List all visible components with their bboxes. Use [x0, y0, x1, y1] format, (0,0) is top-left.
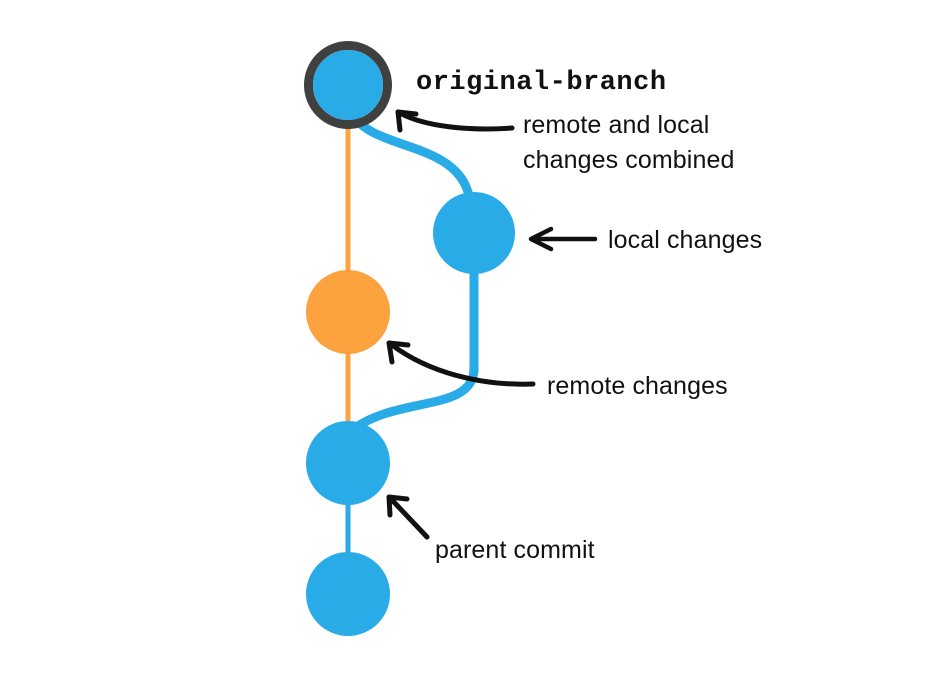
local-commit-annotation-arrow — [528, 226, 598, 252]
local-commit-annotation-label: local changes — [608, 226, 762, 254]
merge-commit-annotation-line1: remote and local — [523, 111, 709, 139]
local-branch-upper-curve — [347, 107, 473, 197]
parent-commit-node — [306, 421, 390, 505]
merge-commit-node-ring — [304, 41, 392, 129]
merge-commit-annotation-line2: changes combined — [523, 146, 734, 174]
parent-commit-annotation-label: parent commit — [435, 536, 595, 564]
remote-commit-node — [306, 270, 390, 354]
branch-name-label: original-branch — [416, 68, 667, 98]
merge-commit-node — [313, 50, 383, 120]
local-commit-node — [433, 192, 515, 274]
remote-commit-annotation-arrow — [386, 340, 536, 387]
merge-commit-annotation-arrow — [395, 109, 515, 133]
grandparent-commit-node — [306, 552, 390, 636]
remote-commit-annotation-label: remote changes — [547, 372, 728, 400]
parent-commit-annotation-arrow — [386, 494, 430, 540]
